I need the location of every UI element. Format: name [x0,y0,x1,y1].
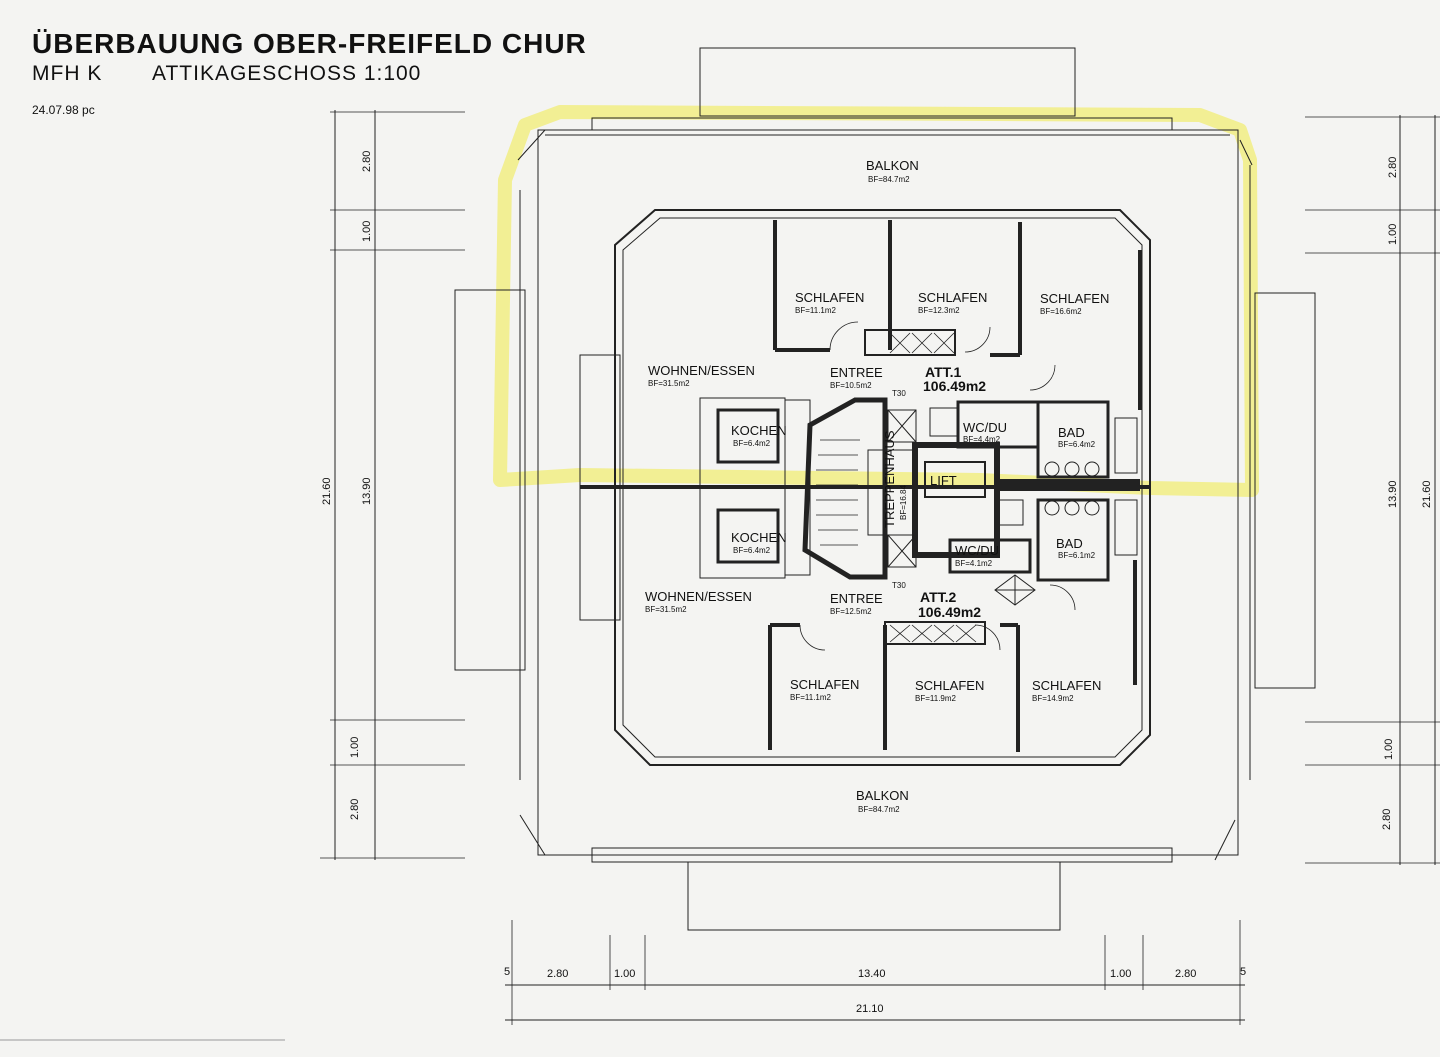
door-t30-1: T30 [892,389,906,398]
wcdu-1-area: BF=4.4m2 [963,435,1001,444]
dim-bottom-total: 21.10 [856,1003,884,1015]
schlafen-4-area: BF=11.1m2 [790,693,832,702]
schlafen-3-label: SCHLAFEN [1040,291,1109,306]
entree-2-label: ENTREE [830,591,883,606]
dim-left-1: 2.80 [361,151,373,172]
entree-1-label: ENTREE [830,365,883,380]
wcdu-2-area: BF=4.1m2 [955,559,993,568]
schlafen-2-area: BF=12.3m2 [918,306,960,315]
dim-left-4: 1.00 [349,737,361,758]
dim-right-4: 1.00 [1383,739,1395,760]
dim-bottom-7: 5 [1240,966,1246,978]
balkon-bottom-area: BF=84.7m2 [858,805,900,814]
dim-bottom-4: 13.40 [858,968,886,980]
lift-label: LIFT [930,473,957,488]
dim-bottom-6: 2.80 [1175,968,1196,980]
att-2-label: ATT.2 [920,589,957,605]
dim-right-3: 13.90 [1387,480,1399,508]
kochen-2-label: KOCHEN [731,530,787,545]
plan-date: 24.07.98 pc [32,103,95,117]
dim-bottom-2: 2.80 [547,968,568,980]
schlafen-6-label: SCHLAFEN [1032,678,1101,693]
dim-left-5: 2.80 [349,799,361,820]
schlafen-1-label: SCHLAFEN [795,290,864,305]
building-label: MFH K [32,62,103,85]
dim-right-1: 2.80 [1387,157,1399,178]
dim-bottom-3: 1.00 [614,968,635,980]
dim-left-2: 1.00 [361,221,373,242]
plan-title: ÜBERBAUUNG OBER-FREIFELD CHUR [32,28,587,59]
door-t30-2: T30 [892,581,906,590]
kochen-1-label: KOCHEN [731,423,787,438]
dim-bottom-5: 1.00 [1110,968,1131,980]
floor-scale-label: ATTIKAGESCHOSS 1:100 [152,62,422,85]
bad-2-area: BF=6.1m2 [1058,551,1096,560]
schlafen-1-area: BF=11.1m2 [795,306,837,315]
wohnen-2-label: WOHNEN/ESSEN [645,589,752,604]
wcdu-1-label: WC/DU [963,420,1007,435]
balkon-bottom-label: BALKON [856,788,909,803]
bad-1-label: BAD [1058,425,1085,440]
entree-1-area: BF=10.5m2 [830,381,872,390]
treppenhaus-label: TREPPENHAUS [882,430,897,528]
wohnen-1-area: BF=31.5m2 [648,379,690,388]
dim-right-total: 21.60 [1421,480,1433,508]
schlafen-3-area: BF=16.6m2 [1040,307,1082,316]
balkon-top-label: BALKON [866,158,919,173]
kochen-1-area: BF=6.4m2 [733,439,771,448]
schlafen-4-label: SCHLAFEN [790,677,859,692]
schlafen-2-label: SCHLAFEN [918,290,987,305]
dim-bottom-1: 5 [504,966,510,978]
wohnen-2-area: BF=31.5m2 [645,605,687,614]
wcdu-2-label: WC/DU [955,543,999,558]
dim-right-2: 1.00 [1387,224,1399,245]
schlafen-5-label: SCHLAFEN [915,678,984,693]
bad-1-area: BF=6.4m2 [1058,440,1096,449]
apartment-outline [614,209,1151,766]
bad-2-label: BAD [1056,536,1083,551]
treppenhaus-area: BF=16.84 [899,485,908,520]
schlafen-5-area: BF=11.9m2 [915,694,957,703]
att-1-label: ATT.1 [925,364,962,380]
schlafen-6-area: BF=14.9m2 [1032,694,1074,703]
att-1-area: 106.49m2 [923,378,986,394]
wohnen-1-label: WOHNEN/ESSEN [648,363,755,378]
kochen-2-area: BF=6.4m2 [733,546,771,555]
dim-left-3: 13.90 [361,477,373,505]
att-2-area: 106.49m2 [918,604,981,620]
dim-right-5: 2.80 [1381,809,1393,830]
dim-left-total: 21.60 [321,477,333,505]
balkon-top-area: BF=84.7m2 [868,175,910,184]
entree-2-area: BF=12.5m2 [830,607,872,616]
